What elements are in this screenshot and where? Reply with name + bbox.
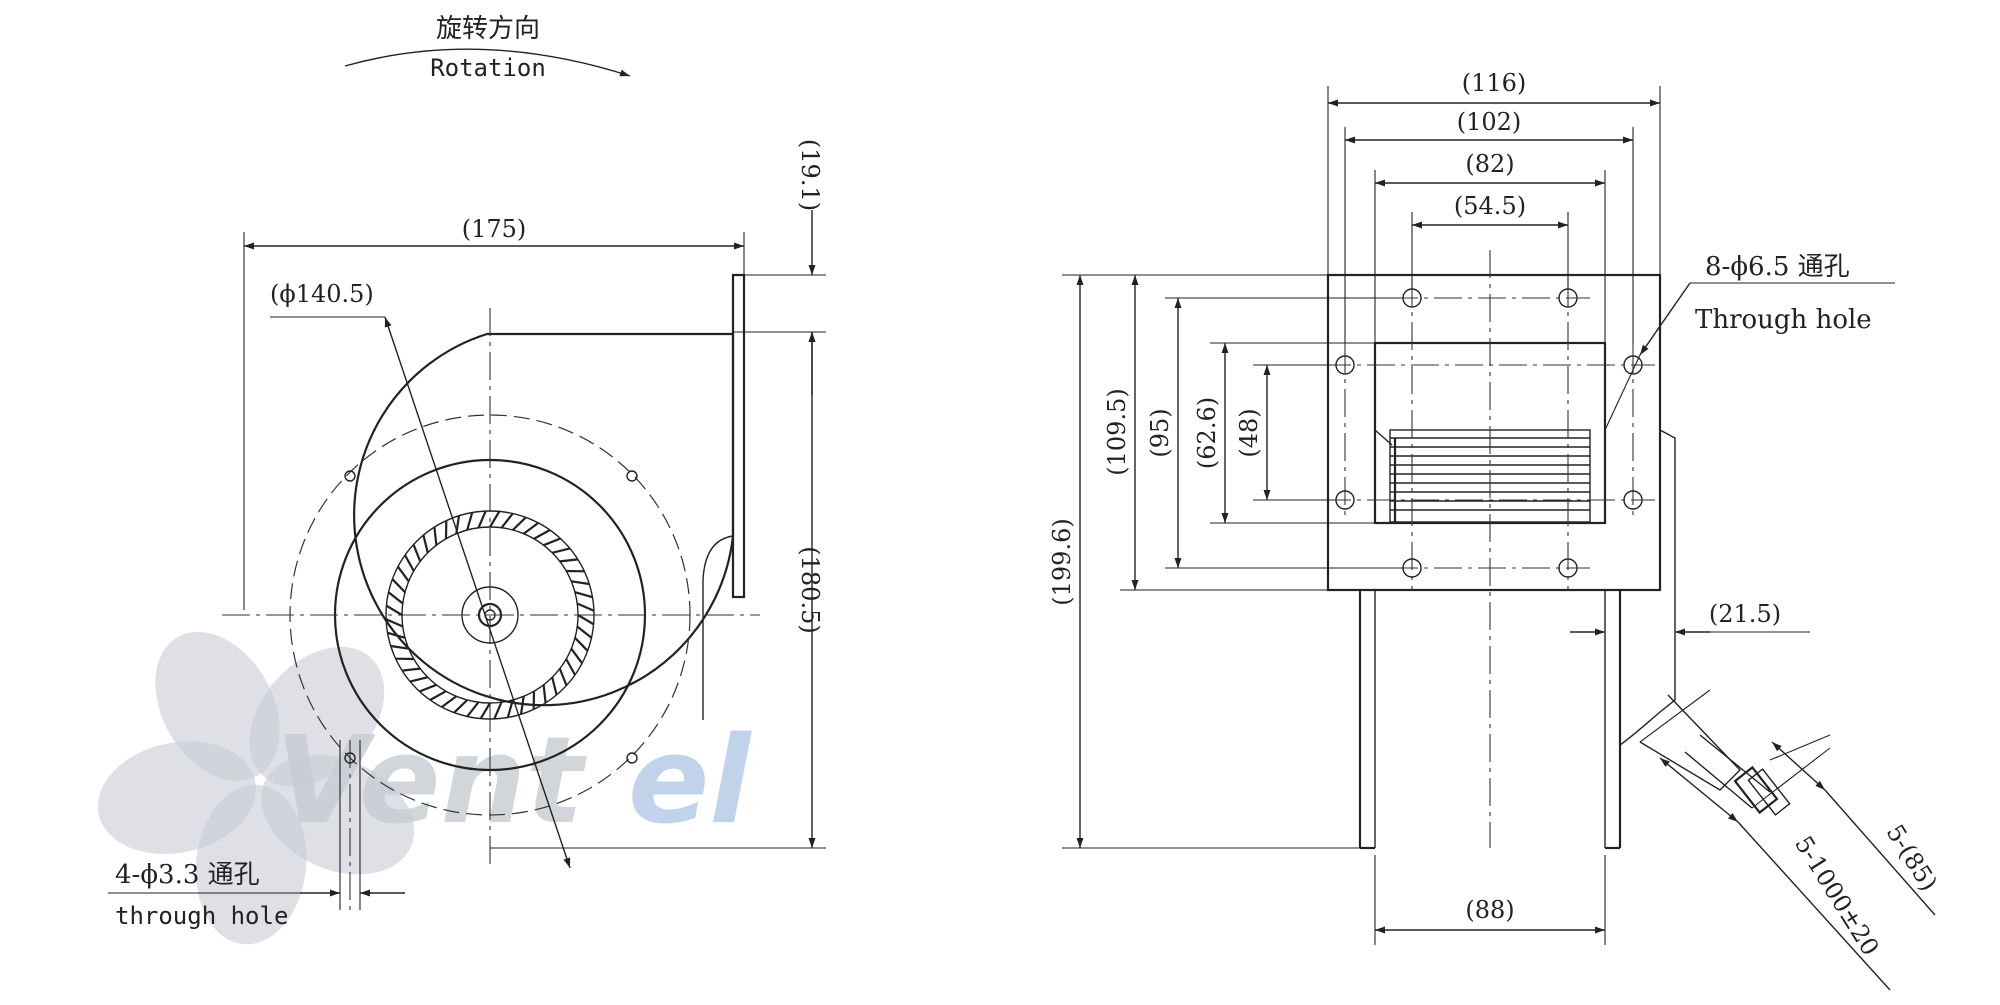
- impeller-blade: [533, 529, 551, 540]
- impeller-blade: [570, 648, 583, 664]
- dim-height-199: (199.6): [1048, 518, 1076, 605]
- dim-width-175: (175): [462, 215, 527, 243]
- impeller-blade: [558, 668, 568, 686]
- impeller-blade: [577, 614, 595, 626]
- impeller-blade: [466, 512, 474, 531]
- dim-diameter: (ϕ140.5): [270, 280, 374, 308]
- impeller-blade: [477, 510, 487, 529]
- impeller-blade: [387, 591, 404, 605]
- impeller-blade: [571, 580, 590, 586]
- watermark-logo: Vent el: [97, 631, 752, 945]
- impeller-blade: [433, 526, 438, 546]
- impeller-blade: [404, 554, 415, 572]
- impeller-blade: [574, 591, 593, 599]
- impeller-blade: [565, 658, 576, 676]
- mount-hole-icon: [626, 470, 638, 482]
- impeller-blade: [401, 667, 421, 672]
- dim-height-109: (109.5): [1103, 388, 1131, 475]
- mount-hole-icon: [344, 470, 356, 482]
- impeller-blade: [500, 512, 514, 529]
- impeller-blade: [385, 604, 403, 616]
- dim-width-116: (116): [1462, 69, 1527, 97]
- impeller-blade: [574, 637, 589, 652]
- side-flange-plate: [1326, 273, 1662, 592]
- dim-width-102: (102): [1457, 108, 1522, 136]
- dim-height-62: (62.6): [1193, 397, 1221, 469]
- impeller-blade: [412, 544, 422, 562]
- dim-height-180: (180.5): [796, 546, 824, 633]
- side-view: (116) (102) (82) (54.5) (199.6) (109.5) …: [1048, 69, 1943, 991]
- through-hole-label-cn: 8-ϕ6.5 通孔: [1705, 252, 1850, 282]
- dim-height-95: (95): [1146, 408, 1174, 457]
- mount-hole-icon: [626, 752, 638, 764]
- impeller-blade: [409, 676, 429, 683]
- impeller-blade: [429, 690, 447, 701]
- scroll-back-cover: [1619, 429, 1676, 746]
- impeller-blade: [489, 510, 501, 528]
- dim-width-82: (82): [1465, 150, 1514, 178]
- rotation-label-en: Rotation: [430, 54, 546, 82]
- impeller-blade: [559, 558, 579, 563]
- scroll-housing-outline: [353, 332, 735, 707]
- impeller-blade: [512, 516, 527, 531]
- dim-height-48: (48): [1235, 408, 1263, 457]
- impeller-blade: [441, 695, 457, 708]
- watermark-text-blue: el: [628, 712, 752, 851]
- impeller-blade: [542, 684, 547, 704]
- impeller-blade: [422, 534, 429, 554]
- impeller-blade: [576, 602, 595, 612]
- outlet-impeller-fins: [1374, 429, 1591, 523]
- outlet-lip: [702, 535, 734, 720]
- impeller-blade: [391, 578, 406, 593]
- impeller-blade: [551, 676, 558, 696]
- impeller-blade: [397, 566, 410, 582]
- front-view: (175) (ϕ140.5) (19.1) (180.5) 4-ϕ3.3 通孔 …: [108, 139, 826, 930]
- dim-width-54: (54.5): [1454, 192, 1526, 220]
- mount-hole-label-cn: 4-ϕ3.3 通孔: [115, 860, 260, 890]
- motor-body: [1358, 590, 1622, 850]
- outlet-flange: [731, 273, 746, 599]
- impeller-blade: [523, 522, 539, 535]
- rotation-indicator: 旋转方向 Rotation: [344, 14, 631, 82]
- dim-cable-strip: 5-(85): [1881, 820, 1943, 896]
- rotation-arrow-icon: [344, 48, 631, 77]
- dim-cable-length: 5-1000±20: [1789, 831, 1884, 960]
- impeller-blade: [543, 537, 561, 547]
- impeller-blade: [576, 625, 593, 639]
- dim-outlet-88: (88): [1465, 896, 1514, 924]
- dim-flange-offset: (19.1): [796, 139, 824, 211]
- impeller-blade: [551, 547, 571, 554]
- impeller-blade: [453, 699, 468, 714]
- through-hole-label-en: Through hole: [1695, 305, 1872, 335]
- impeller-blade: [419, 683, 437, 693]
- rotation-label-cn: 旋转方向: [436, 14, 540, 44]
- dim-offset-21: (21.5): [1709, 600, 1781, 628]
- mount-hole-label-en: through hole: [115, 902, 288, 930]
